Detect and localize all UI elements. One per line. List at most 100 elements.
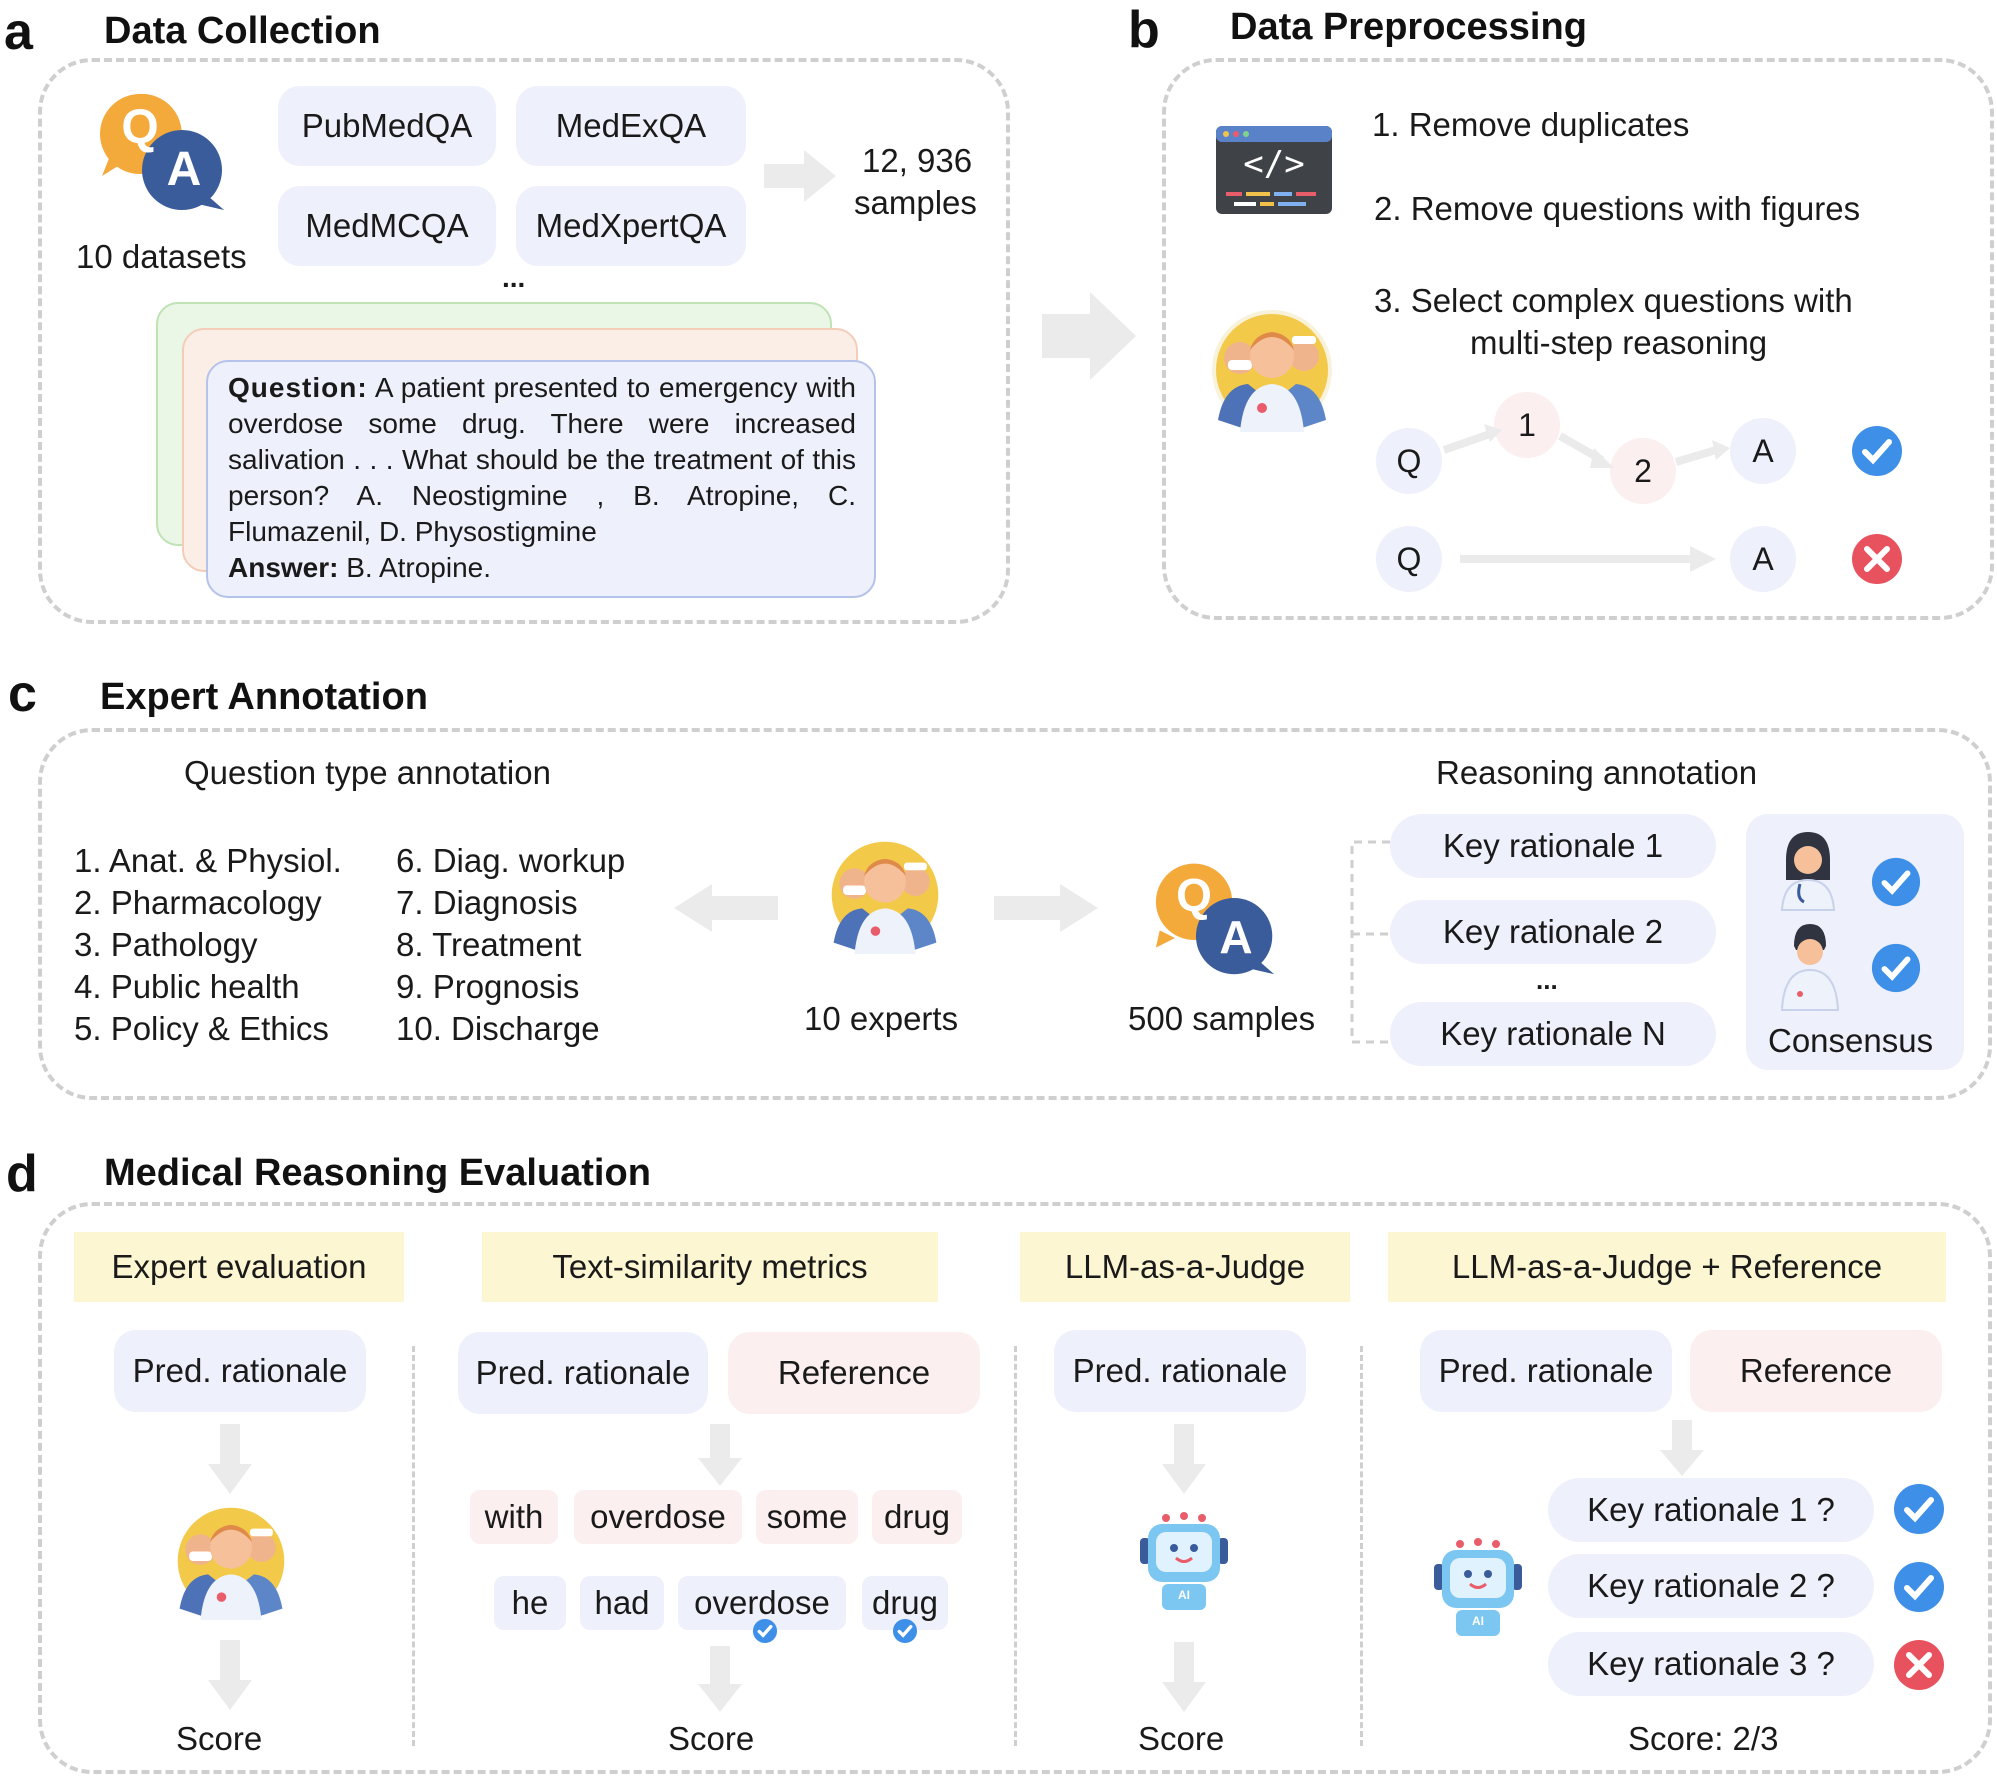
reference-pill-4: Reference — [1690, 1330, 1942, 1412]
robot-badge-2: AI — [1472, 1614, 1484, 1628]
arrow-down-icon-3b — [1162, 1642, 1206, 1712]
divider-1 — [412, 1346, 415, 1746]
pred-word-4: drug — [872, 1490, 962, 1544]
panel-d-title: Medical Reasoning Evaluation — [104, 1152, 651, 1194]
dataset-pill-medmcqa: MedMCQA — [278, 186, 496, 266]
qa-icon-c: Q A — [1154, 856, 1278, 980]
method-llm-judge: LLM-as-a-Judge — [1020, 1232, 1350, 1302]
panel-a-letter: a — [4, 3, 33, 61]
pred-word-3: some — [756, 1490, 858, 1544]
consensus-check-1 — [1870, 856, 1922, 908]
robot-badge-1: AI — [1178, 1588, 1190, 1602]
arrow-right-icon — [764, 150, 836, 202]
type-5: 5. Policy & Ethics — [74, 1010, 329, 1047]
qa-icon-a: A — [166, 143, 202, 196]
arrow-right-big-icon — [1042, 292, 1136, 380]
code-glyph: </> — [1243, 144, 1305, 184]
flow-bad-q: Q — [1376, 526, 1442, 592]
panel-b-box — [1162, 58, 1994, 620]
step-3: 3. Select complex questions with — [1374, 282, 1853, 319]
panel-c-box — [38, 728, 1992, 1100]
dataset-pill-medxpertqa: MedXpertQA — [516, 186, 746, 266]
judge-check-icon-1 — [1892, 1482, 1946, 1536]
doctor-male-icon — [1778, 922, 1842, 1011]
qa-icon: Q A — [98, 86, 228, 216]
dataset-pill-pubmedqa: PubMedQA — [278, 86, 496, 166]
consensus-box — [1746, 814, 1964, 1070]
final-score-label: Score: 2/3 — [1628, 1720, 1779, 1757]
experts-caption: 10 experts — [804, 1000, 959, 1037]
card-question-label: Question: — [228, 372, 368, 403]
judge-check-pill-3: Key rationale 3 ? — [1548, 1632, 1874, 1696]
method-expert-evaluation: Expert evaluation — [74, 1232, 404, 1302]
panel-b-title: Data Preprocessing — [1230, 6, 1587, 48]
samples-line1: 12, 936 — [862, 142, 973, 179]
qa-icon-q: Q — [121, 101, 159, 154]
rationale-pill-n: Key rationale N — [1390, 1002, 1716, 1066]
doctor-female-icon — [1776, 830, 1840, 911]
method-llm-judge-reference: LLM-as-a-Judge + Reference — [1388, 1232, 1946, 1302]
arrow-down-icon-2 — [698, 1424, 742, 1486]
type-10: 10. Discharge — [396, 1010, 600, 1047]
flow-good-2: 2 — [1610, 438, 1676, 504]
flow-good-arrows — [1442, 424, 1730, 468]
arrow-down-icon-1 — [208, 1424, 252, 1494]
qa-icon-c-q: Q — [1176, 869, 1212, 921]
score-label-3: Score — [1138, 1720, 1225, 1757]
type-1: 1. Anat. & Physiol. — [74, 842, 342, 879]
score-label-2: Score — [668, 1720, 755, 1757]
consensus-check-2 — [1870, 942, 1922, 994]
robot-icon-1: AI — [1136, 1512, 1232, 1612]
method-text-similarity: Text-similarity metrics — [482, 1232, 938, 1302]
code-window-icon: </> — [1216, 126, 1332, 214]
arrow-down-icon-3 — [1162, 1424, 1206, 1494]
judge-check-pill-2: Key rationale 2 ? — [1548, 1554, 1874, 1618]
pred-word-1: with — [470, 1490, 558, 1544]
reference-pill-2: Reference — [728, 1332, 980, 1414]
panel-c-letter: c — [8, 665, 37, 723]
rationale-pill-2: Key rationale 2 — [1390, 900, 1716, 964]
panel-b-letter: b — [1128, 1, 1160, 59]
pred-rationale-pill-1: Pred. rationale — [114, 1330, 366, 1412]
type-2: 2. Pharmacology — [74, 884, 322, 921]
arrow-down-icon-4 — [1660, 1420, 1704, 1476]
question-card: Question: A patient presented to emergen… — [206, 360, 876, 598]
type-3: 3. Pathology — [74, 926, 258, 963]
divider-2 — [1014, 1346, 1017, 1746]
qa-icon-c-a: A — [1219, 911, 1253, 963]
type-8: 8. Treatment — [396, 926, 582, 963]
judge-check-pill-1: Key rationale 1 ? — [1548, 1478, 1874, 1542]
arrow-down-icon-2b — [698, 1646, 742, 1712]
card-answer-text: B. Atropine. — [346, 552, 492, 583]
ref-word-1: he — [494, 1576, 566, 1630]
consensus-label: Consensus — [1768, 1022, 1934, 1059]
flow-good-q: Q — [1376, 428, 1442, 494]
rationale-ellipsis: ... — [1536, 965, 1558, 995]
panel-a-title: Data Collection — [104, 10, 381, 52]
type-9: 9. Prognosis — [396, 968, 580, 1005]
pred-rationale-pill-2: Pred. rationale — [458, 1332, 708, 1414]
arrow-down-icon-1b — [208, 1640, 252, 1710]
panel-a-box — [38, 58, 1010, 624]
experts-icon — [1210, 308, 1334, 432]
flow-good-a: A — [1730, 418, 1796, 484]
experts-icon-c — [826, 836, 944, 954]
divider-3 — [1360, 1346, 1363, 1746]
samples-line2: samples — [854, 184, 977, 221]
cross-icon — [1850, 532, 1904, 586]
pred-rationale-pill-3: Pred. rationale — [1054, 1330, 1306, 1412]
pred-word-2: overdose — [574, 1490, 742, 1544]
check-icon — [1850, 424, 1904, 478]
panel-d-letter: d — [6, 1145, 38, 1203]
score-label-1: Score — [176, 1720, 263, 1757]
question-type-heading: Question type annotation — [184, 754, 551, 791]
type-4: 4. Public health — [74, 968, 300, 1005]
experts-icon-d — [172, 1502, 290, 1620]
rationale-pill-1: Key rationale 1 — [1390, 814, 1716, 878]
pred-rationale-pill-4: Pred. rationale — [1420, 1330, 1672, 1412]
step-1: 1. Remove duplicates — [1372, 106, 1690, 143]
type-6: 6. Diag. workup — [396, 842, 626, 879]
flow-bad-a: A — [1730, 526, 1796, 592]
flow-bad-arrow — [1460, 546, 1716, 572]
reasoning-heading: Reasoning annotation — [1436, 754, 1758, 791]
